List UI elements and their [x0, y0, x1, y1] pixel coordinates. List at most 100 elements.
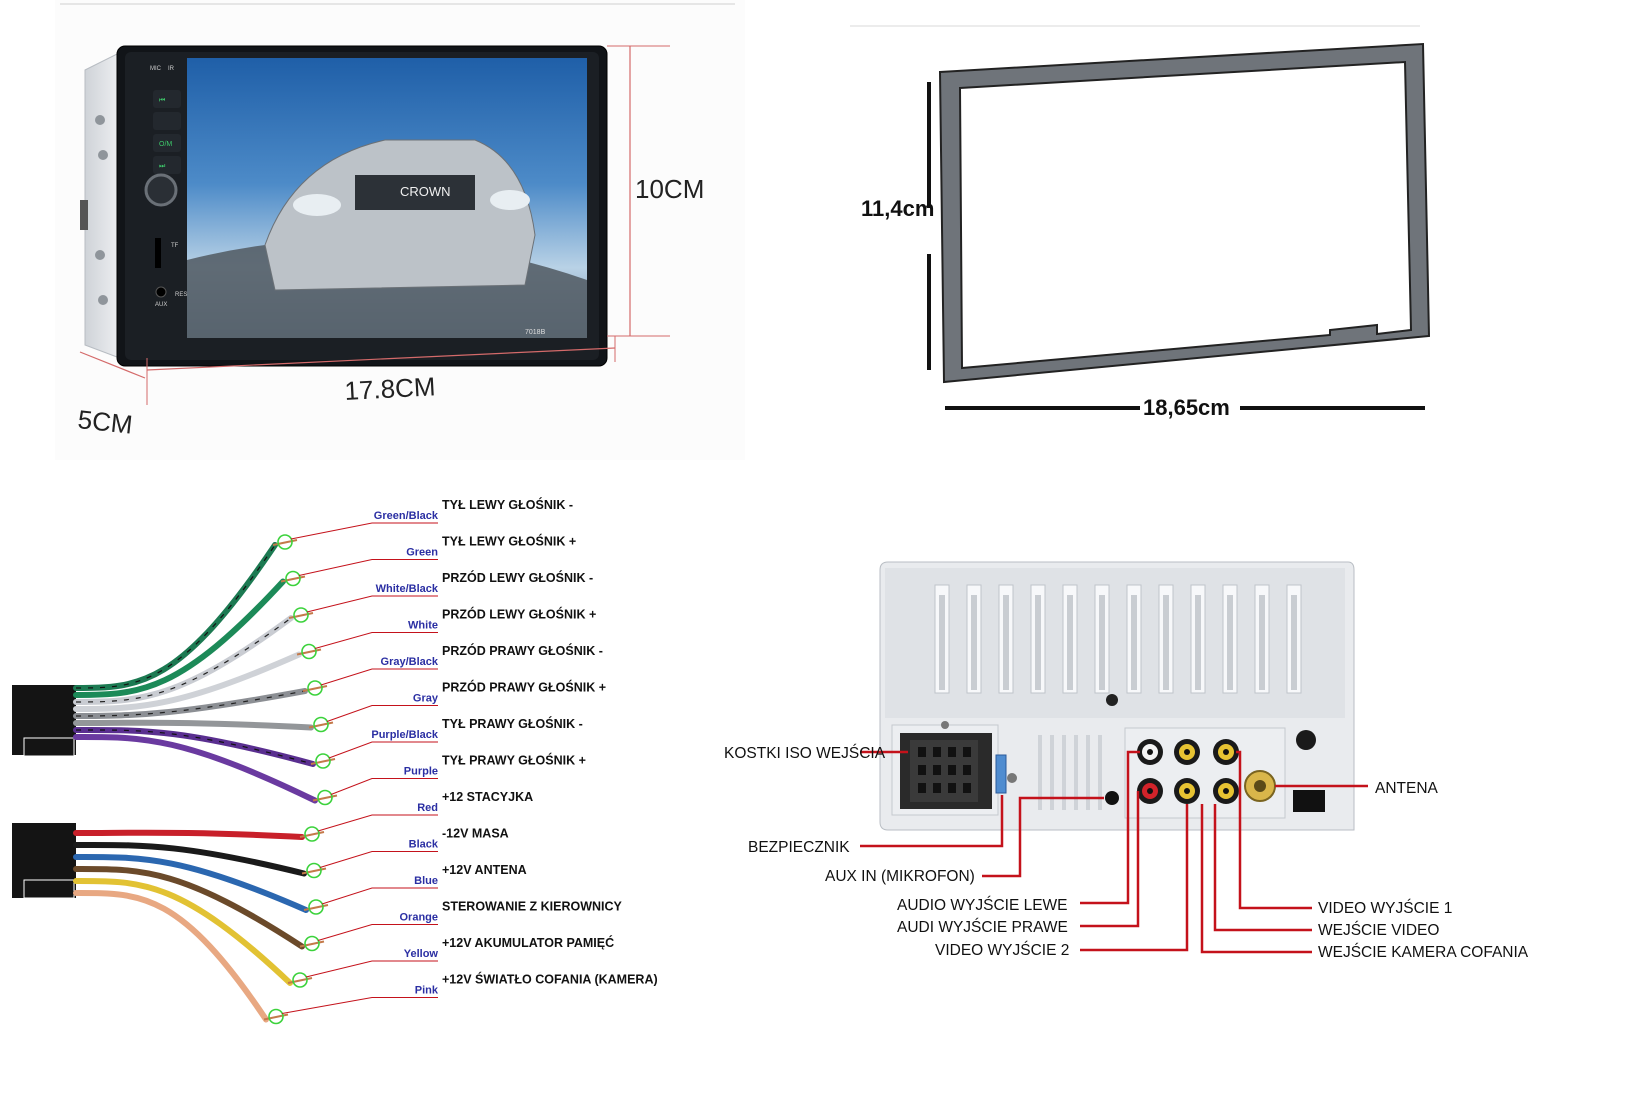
back-panel-drawing: KOSTKI ISO WEJŚCIA BEZPIECZNIK AUX IN (M… — [724, 561, 1529, 961]
wire-color-label: White — [408, 620, 438, 632]
wire — [73, 889, 269, 1023]
frame-drawing: 11,4cm 18,65cm — [850, 25, 1431, 420]
wire-end-marker — [293, 607, 309, 623]
vent-slot — [1038, 735, 1042, 810]
wire-end-marker — [307, 680, 323, 696]
iso-pin — [918, 783, 926, 793]
prev-track-icon: ⏮ — [159, 97, 165, 104]
heatsink-slot — [1035, 595, 1041, 690]
antenna-label: ANTENA — [1375, 780, 1439, 797]
wire-color-label: Purple/Black — [371, 729, 439, 741]
wire-function-label: +12V ŚWIATŁO COFANIA (KAMERA) — [442, 972, 658, 987]
mounting-frame — [938, 42, 1431, 384]
wire-color-label: Green — [406, 547, 438, 559]
car-headlight — [490, 190, 530, 210]
power-label: O/M — [159, 141, 172, 148]
wire-color-label: Yellow — [404, 948, 439, 960]
wire — [73, 651, 302, 712]
wire-tip — [310, 758, 336, 765]
callout-line — [1236, 750, 1312, 910]
wire-callout-line — [319, 851, 438, 868]
wire-color-label: Green/Black — [374, 510, 439, 522]
volume-knob[interactable] — [144, 173, 178, 207]
tf-card-slot — [155, 238, 161, 268]
wire — [73, 829, 305, 840]
rca-jack-pin — [1184, 788, 1190, 794]
prev-track-button[interactable] — [153, 90, 181, 108]
screw-hole-icon — [98, 150, 108, 160]
screw-hole-icon — [941, 721, 949, 729]
fuse — [995, 754, 1007, 794]
wire-callout-line — [305, 960, 438, 978]
heatsink-slot — [1163, 595, 1169, 690]
aux-in-label: AUX IN (MIKROFON) — [825, 868, 975, 885]
back-panel-panel: KOSTKI ISO WEJŚCIA BEZPIECZNIK AUX IN (M… — [720, 540, 1626, 1080]
car-headlight — [293, 194, 341, 216]
wire-end-marker — [304, 826, 320, 842]
wire-tip — [287, 977, 313, 984]
wire-end-marker — [277, 534, 293, 550]
wire-function-label: +12 STACYJKA — [442, 790, 533, 804]
vent-slot — [1098, 735, 1102, 810]
model-number: 7018B — [525, 329, 546, 336]
vent-slot — [1050, 735, 1054, 810]
frame-width-dimension: 18,65cm — [1143, 395, 1230, 420]
camera-port — [1293, 790, 1325, 812]
iso-pin — [963, 783, 971, 793]
home-button[interactable] — [153, 112, 181, 130]
next-track-icon: ⏭ — [159, 163, 166, 170]
aux-in-jack — [1105, 791, 1119, 805]
wire-color-label: Gray/Black — [381, 656, 439, 668]
wire-end-marker — [317, 789, 333, 806]
video-out-2-label: VIDEO WYJŚCIE 2 — [935, 941, 1069, 959]
car-grille — [355, 175, 475, 210]
wire-color-label: Red — [417, 802, 438, 814]
heatsink-slot — [1291, 595, 1297, 690]
wire-tip — [301, 867, 327, 875]
wire — [73, 877, 293, 986]
video-out-1-label: VIDEO WYJŚCIE 1 — [1318, 899, 1452, 917]
iso-input-label: KOSTKI ISO WEJŚCIA — [724, 744, 886, 762]
wire-tip — [303, 904, 329, 911]
wire-stripe — [75, 729, 314, 765]
rca-jack-pin — [1147, 749, 1153, 755]
wire-function-label: PRZÓD PRAWY GŁOŚNIK - — [442, 643, 603, 658]
wire-end-marker — [313, 716, 329, 733]
camera-in-label: WEJŚCIE KAMERA COFANIA — [1318, 943, 1529, 961]
power-button[interactable] — [153, 134, 181, 152]
iso-pin — [963, 747, 971, 757]
wire — [73, 542, 278, 691]
screw-hole-icon — [1106, 694, 1118, 706]
wire-color-label: Pink — [415, 985, 439, 997]
screw-hole-icon — [98, 295, 108, 305]
wire-tip — [299, 940, 325, 948]
wire-color-label: White/Black — [376, 583, 439, 595]
wire-function-label: PRZÓD LEWY GŁOŚNIK - — [442, 570, 593, 585]
wire — [73, 853, 309, 913]
iso-pin — [918, 765, 926, 775]
heatsink-slot — [1195, 595, 1201, 690]
width-dimension-line — [146, 347, 616, 371]
wire — [73, 578, 286, 698]
fuse-label: BEZPIECZNIK — [748, 839, 850, 856]
wire-tip — [263, 1013, 289, 1021]
radio-dimensions-panel: CROWN MIC IR ⏮ O/M ⏭ TF RES AUX 7018B 10… — [55, 0, 745, 460]
frame-height-dimension: 11,4cm — [861, 196, 934, 221]
wire-callout-line — [290, 522, 438, 540]
video-in-label: WEJŚCIE VIDEO — [1318, 921, 1439, 939]
heatsink-slot — [1227, 595, 1233, 690]
aux-label: AUX — [155, 302, 167, 308]
wire-end-marker — [301, 643, 317, 660]
wire-function-label: TYŁ LEWY GŁOŚNIK + — [442, 534, 576, 549]
wire — [73, 688, 308, 719]
depth-dimension-line — [79, 351, 146, 379]
vent-slot — [1074, 735, 1078, 810]
wire-end-marker — [268, 1008, 284, 1025]
wire-callout-line — [306, 595, 438, 613]
next-track-button[interactable] — [153, 156, 181, 174]
wire-function-label: TYŁ LEWY GŁOŚNIK - — [442, 497, 573, 512]
depth-dimension: 5CM — [76, 404, 134, 440]
wire-tip — [299, 831, 325, 838]
screw-hole-icon — [1296, 730, 1316, 750]
